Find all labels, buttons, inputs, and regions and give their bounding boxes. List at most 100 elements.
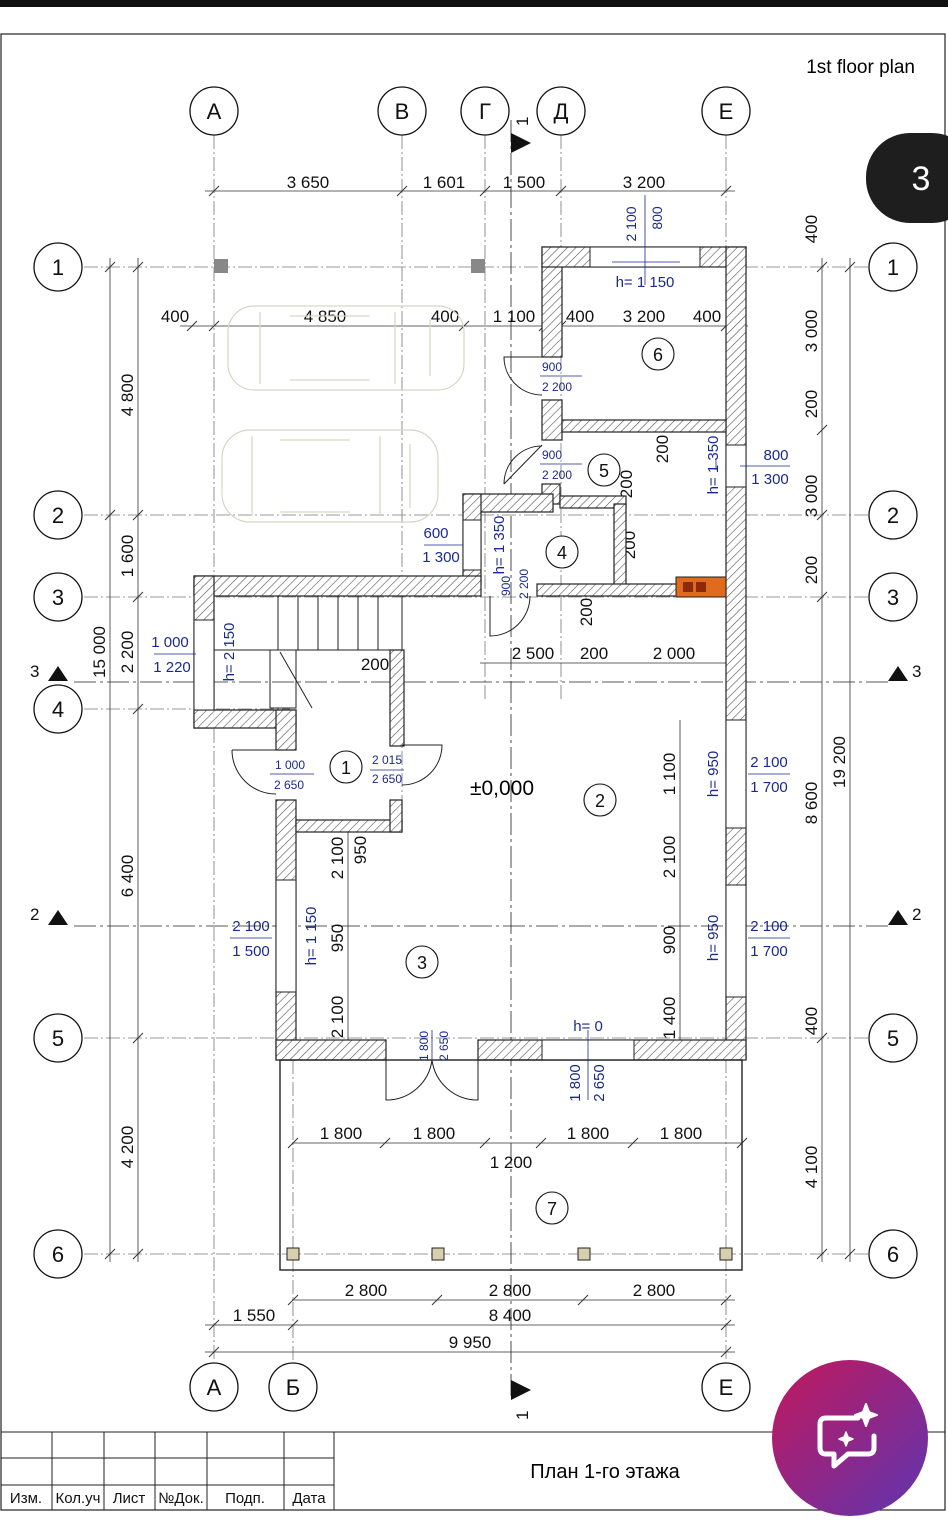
dim-text: 6 400 bbox=[118, 855, 137, 898]
dim-text: 1 200 bbox=[490, 1153, 533, 1172]
wall bbox=[536, 583, 678, 597]
dim-text: 950 bbox=[351, 836, 370, 864]
wall bbox=[275, 1039, 387, 1061]
page-badge[interactable]: 3 bbox=[866, 133, 948, 223]
opening-label: h= 1 350 bbox=[491, 516, 508, 575]
opening-labels: 2 100 800 h= 1 150 900 2 200 900 2 200 8… bbox=[151, 206, 789, 1102]
section-arrow bbox=[888, 666, 908, 681]
axis-label: А bbox=[207, 99, 222, 124]
axis-bubble bbox=[33, 1229, 83, 1279]
opening-label: 800 bbox=[763, 447, 788, 464]
door bbox=[503, 444, 543, 485]
opening-label: 2 650 bbox=[372, 772, 402, 786]
dim-text: 1 800 bbox=[567, 1124, 610, 1143]
column bbox=[577, 1247, 591, 1261]
dim-text: 2 100 bbox=[328, 837, 347, 880]
opening-label: 1 700 bbox=[750, 779, 788, 796]
dim-text: 2 800 bbox=[633, 1281, 676, 1300]
axis-label: Г bbox=[479, 99, 491, 124]
dim-text: 200 bbox=[653, 435, 672, 463]
assistant-fab[interactable] bbox=[772, 1360, 928, 1516]
opening-label: 1 000 bbox=[275, 758, 305, 772]
opening-label: 1 700 bbox=[750, 943, 788, 960]
dim-text: 200 bbox=[617, 470, 636, 498]
dim-text: 400 bbox=[566, 307, 594, 326]
opening-label: 2 650 bbox=[591, 1064, 608, 1102]
axis-bubble bbox=[868, 490, 918, 540]
opening-label: 900 bbox=[542, 360, 562, 374]
room-bubble bbox=[329, 750, 363, 784]
axis-bubble bbox=[189, 1362, 239, 1412]
wall bbox=[275, 709, 297, 751]
axis-bubble bbox=[460, 86, 510, 136]
dim-text: 1 600 bbox=[118, 535, 137, 578]
tb-header: №Док. bbox=[158, 1490, 204, 1507]
tb-header: Лист bbox=[113, 1490, 146, 1507]
opening-label: 2 650 bbox=[274, 778, 304, 792]
axis-label: Е bbox=[719, 99, 734, 124]
dim-text: 400 bbox=[802, 1007, 821, 1035]
room-number: 6 bbox=[653, 345, 663, 365]
dim-text: 3 200 bbox=[623, 307, 666, 326]
axis-label: 5 bbox=[887, 1026, 899, 1051]
dim-text: 3 650 bbox=[287, 173, 330, 192]
dim-text: 1 550 bbox=[233, 1306, 276, 1325]
door bbox=[503, 356, 543, 396]
axis-label: 2 bbox=[887, 503, 899, 528]
floor-level-mark: ±0,000 bbox=[470, 777, 534, 800]
door bbox=[231, 749, 277, 795]
axis-label: 1 bbox=[887, 255, 899, 280]
title-block-headers: Изм. Кол.уч Лист №Док. Подп. Дата bbox=[10, 1490, 326, 1507]
dim-text: 1 100 bbox=[493, 307, 536, 326]
second-row-dimensions: 400 4 850 400 1 100 400 3 200 400 bbox=[161, 307, 721, 326]
dim-text: 19 200 bbox=[830, 736, 849, 788]
tb-header: Кол.уч bbox=[56, 1490, 101, 1507]
window bbox=[275, 879, 297, 993]
axis-bubbles-left: 1 2 3 4 5 6 bbox=[33, 242, 83, 1279]
axis-label: А bbox=[207, 1375, 222, 1400]
dim-text: 4 200 bbox=[118, 1126, 137, 1169]
wall bbox=[295, 819, 403, 833]
dim-text: 2 800 bbox=[345, 1281, 388, 1300]
dim-text: 200 bbox=[802, 556, 821, 584]
opening-label: 2 650 bbox=[437, 1031, 451, 1061]
window bbox=[725, 719, 747, 829]
section-label: 3 bbox=[912, 662, 921, 681]
opening-label: 2 200 bbox=[542, 380, 572, 394]
axis-bubbles-bottom: А Б Е bbox=[189, 1362, 751, 1412]
dim-text: 1 800 bbox=[413, 1124, 456, 1143]
section-arrow bbox=[511, 1380, 531, 1400]
room-bubble bbox=[545, 535, 579, 569]
dim-text: 950 bbox=[328, 924, 347, 952]
dim-text: 2 200 bbox=[118, 631, 137, 674]
opening-label: 1 800 bbox=[567, 1064, 584, 1102]
door bbox=[401, 744, 443, 786]
porch-columns bbox=[286, 1247, 733, 1261]
section-label: 1 bbox=[513, 1411, 532, 1420]
window bbox=[193, 619, 215, 711]
opening-label: h= 1 350 bbox=[705, 436, 722, 495]
room-number: 3 bbox=[417, 953, 427, 973]
axis-bubble bbox=[701, 86, 751, 136]
dim-text: 400 bbox=[431, 307, 459, 326]
axis-bubbles-right: 1 2 3 5 6 bbox=[868, 242, 918, 1279]
section-arrow bbox=[48, 910, 68, 925]
inner-dimensions: 2 500 200 2 000 200 200 200 200 950 2 10… bbox=[328, 435, 695, 1039]
section-arrow bbox=[511, 133, 531, 153]
bottom-dimensions: 2 800 2 800 2 800 8 400 1 550 9 950 bbox=[233, 1281, 676, 1352]
dimension-lines bbox=[109, 190, 851, 1353]
opening-label: 1 000 bbox=[151, 634, 189, 651]
opening-label: 2 100 bbox=[232, 918, 270, 935]
opening-label: 1 500 bbox=[232, 943, 270, 960]
opening-label: h= 950 bbox=[705, 751, 722, 797]
room-number: 5 bbox=[599, 461, 609, 481]
axis-label: Д bbox=[554, 99, 569, 124]
room-bubble bbox=[583, 783, 617, 817]
staircase bbox=[213, 595, 403, 709]
axis-label: 5 bbox=[52, 1026, 64, 1051]
opening-label: h= 1 150 bbox=[616, 274, 675, 291]
door bbox=[385, 1059, 433, 1101]
axis-bubble bbox=[189, 86, 239, 136]
column bbox=[719, 1247, 733, 1261]
